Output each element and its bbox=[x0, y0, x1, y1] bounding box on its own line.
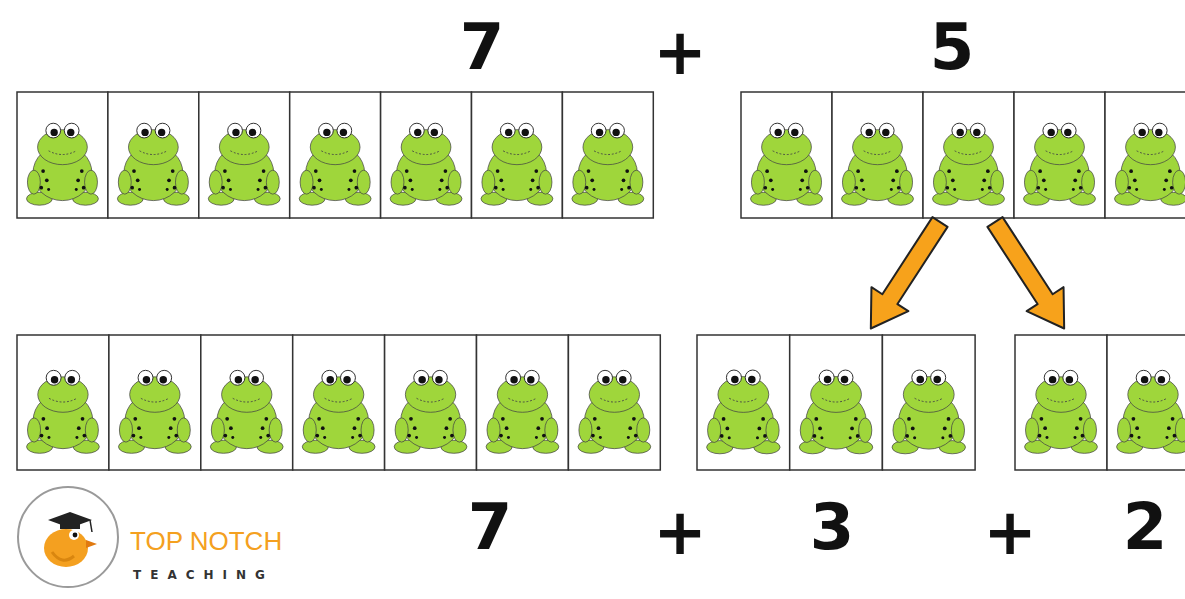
brand-tagline: TEACHING bbox=[133, 569, 274, 581]
frame-cell bbox=[17, 335, 109, 470]
frog-icon bbox=[751, 123, 823, 205]
frame-cell bbox=[562, 92, 653, 218]
split-arrow bbox=[852, 210, 958, 340]
frame-cell bbox=[385, 335, 477, 470]
frame-cell bbox=[1107, 335, 1185, 470]
addend-number: 7 bbox=[468, 495, 513, 559]
frame-cell bbox=[293, 335, 385, 470]
bird-wing bbox=[52, 552, 74, 560]
split-arrow bbox=[977, 210, 1083, 340]
frame-cell bbox=[477, 335, 569, 470]
bird-body bbox=[44, 529, 88, 567]
frame-cell bbox=[108, 92, 199, 218]
frame-cell bbox=[472, 92, 563, 218]
frame-cell bbox=[923, 92, 1014, 218]
bird-pupil bbox=[73, 533, 78, 538]
plus-sign: + bbox=[653, 20, 707, 84]
grad-tassel bbox=[90, 520, 92, 532]
logo bbox=[18, 487, 118, 587]
frog-icon bbox=[933, 123, 1005, 205]
frog-icon bbox=[210, 370, 283, 453]
frog-icon bbox=[394, 370, 467, 453]
frame-cell bbox=[109, 335, 201, 470]
frame-cell bbox=[199, 92, 290, 218]
frame-cell bbox=[882, 335, 975, 470]
frog-icon bbox=[799, 370, 872, 454]
frame-cell bbox=[381, 92, 472, 218]
frog-icon bbox=[486, 370, 559, 453]
addend-number: 5 bbox=[930, 15, 975, 79]
addend-number: 2 bbox=[1123, 495, 1168, 559]
frog-icon bbox=[578, 370, 651, 453]
grad-cap-base bbox=[60, 522, 80, 529]
frog-icon bbox=[1025, 370, 1098, 453]
addend-number: 7 bbox=[460, 15, 505, 79]
plus-sign: + bbox=[983, 500, 1037, 564]
frame-cell bbox=[568, 335, 660, 470]
frame-cell bbox=[1014, 92, 1105, 218]
bird-beak bbox=[86, 540, 97, 548]
plus-sign: + bbox=[653, 500, 707, 564]
frog-icon bbox=[1115, 123, 1185, 205]
frog-icon bbox=[707, 370, 780, 454]
grad-cap bbox=[48, 512, 92, 528]
frog-icon bbox=[892, 370, 965, 454]
frog-icon bbox=[27, 123, 99, 205]
frog-icon bbox=[299, 123, 371, 205]
frame-cell bbox=[201, 335, 293, 470]
frog-icon bbox=[481, 123, 553, 205]
frog-icon bbox=[390, 123, 462, 205]
frame-cell bbox=[1105, 92, 1185, 218]
frame-cell bbox=[790, 335, 883, 470]
addend-number: 3 bbox=[810, 495, 855, 559]
logo-ring bbox=[18, 487, 118, 587]
brand-name: TOP NOTCH bbox=[130, 528, 282, 554]
frog-icon bbox=[842, 123, 914, 205]
frog-icon bbox=[117, 123, 189, 205]
arrow-shape bbox=[977, 210, 1083, 340]
frame-cell bbox=[832, 92, 923, 218]
frame-cell bbox=[741, 92, 832, 218]
bird-eye bbox=[69, 530, 79, 540]
frog-icon bbox=[1117, 370, 1185, 453]
frame-cell bbox=[290, 92, 381, 218]
frog-icon bbox=[1024, 123, 1096, 205]
frog-icon bbox=[208, 123, 280, 205]
arrow-shape bbox=[852, 210, 958, 340]
frog-icon bbox=[572, 123, 644, 205]
frog-icon bbox=[27, 370, 100, 453]
frame-cell bbox=[697, 335, 790, 470]
frog-icon bbox=[118, 370, 191, 453]
frame-cell bbox=[17, 92, 108, 218]
frog-cells bbox=[17, 92, 1185, 470]
frog-icon bbox=[302, 370, 375, 453]
frame-cell bbox=[1015, 335, 1107, 470]
